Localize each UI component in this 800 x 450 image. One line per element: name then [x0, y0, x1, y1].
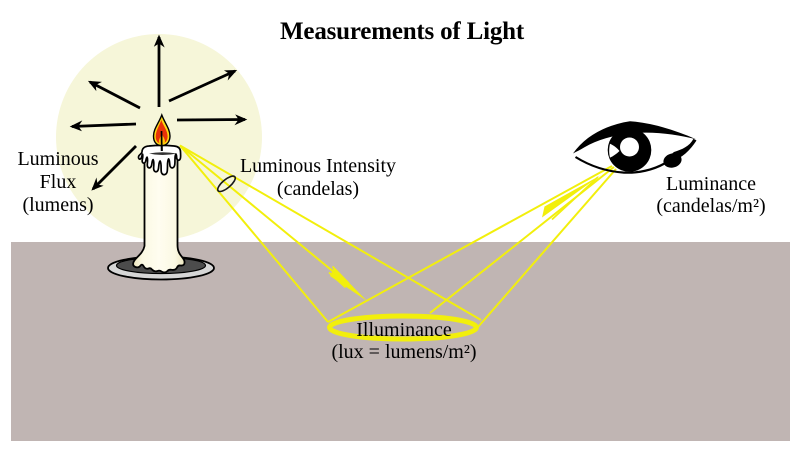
svg-text:(lumens): (lumens): [22, 194, 93, 216]
svg-text:Measurements of Light: Measurements of Light: [280, 18, 525, 45]
svg-text:Illuminance: Illuminance: [356, 319, 452, 341]
svg-text:Flux: Flux: [40, 171, 77, 193]
svg-text:Luminous Intensity: Luminous Intensity: [240, 155, 396, 177]
svg-text:(candelas): (candelas): [277, 178, 359, 200]
svg-text:Luminance: Luminance: [666, 173, 756, 195]
svg-text:(lux = lumens/m²): (lux = lumens/m²): [331, 341, 476, 363]
svg-text:Luminous: Luminous: [17, 148, 98, 170]
svg-text:(candelas/m²): (candelas/m²): [656, 195, 765, 217]
